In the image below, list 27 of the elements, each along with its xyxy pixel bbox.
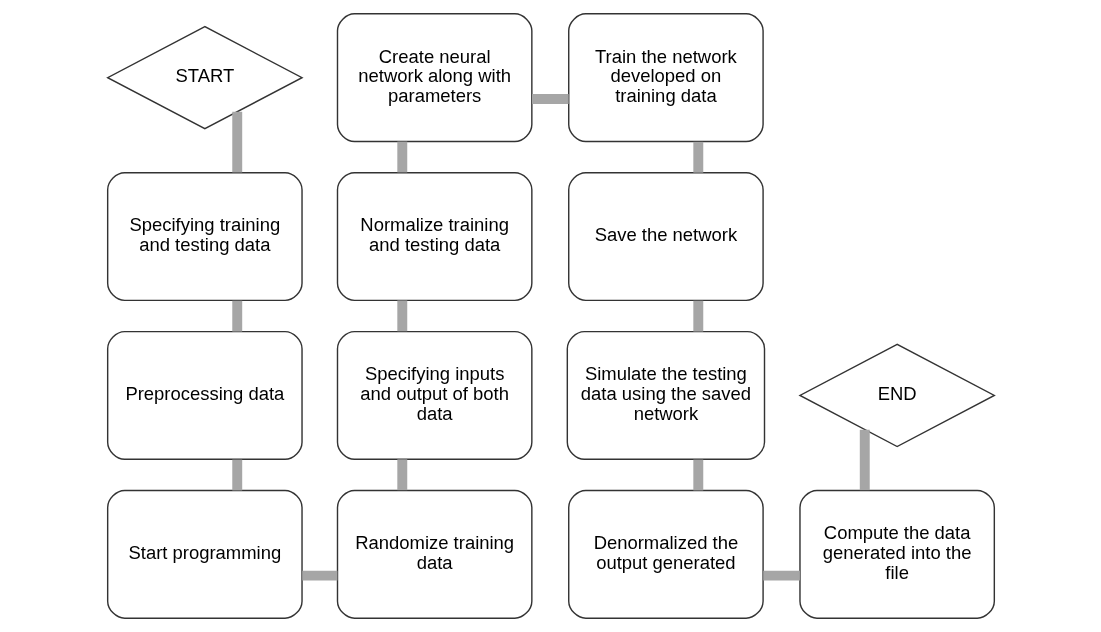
node-box: Compute the data generated into the file [798, 489, 995, 619]
node-box: Train the network developed on training data [567, 13, 764, 143]
connector [692, 141, 703, 173]
node-box: Save the network [567, 172, 764, 302]
node-box: Denormalized the output generated [567, 489, 764, 619]
node-box: Specifying inputs and output of both data [336, 330, 533, 460]
node-box: Preprocessing data [106, 330, 303, 460]
node-box: Normalize training and testing data [336, 172, 533, 302]
node-box: Specifying training and testing data [106, 172, 303, 302]
connector [231, 111, 242, 173]
node-box: Create neural network along with parameters [336, 13, 533, 143]
connector [762, 570, 800, 581]
connector [692, 300, 703, 332]
connector [396, 300, 407, 332]
node-box: Simulate the testing data using the saved network [566, 330, 765, 460]
connector [859, 429, 870, 491]
connector [231, 300, 242, 332]
node-diamond: START [105, 25, 304, 130]
connector [531, 94, 569, 104]
node-box: Start programming [106, 489, 303, 619]
connector [396, 459, 407, 491]
connector [231, 459, 242, 491]
node-box: Randomize training data [336, 489, 533, 619]
connector [301, 570, 337, 581]
node-diamond: END [797, 343, 996, 448]
connector [396, 141, 407, 173]
connector [692, 459, 703, 491]
